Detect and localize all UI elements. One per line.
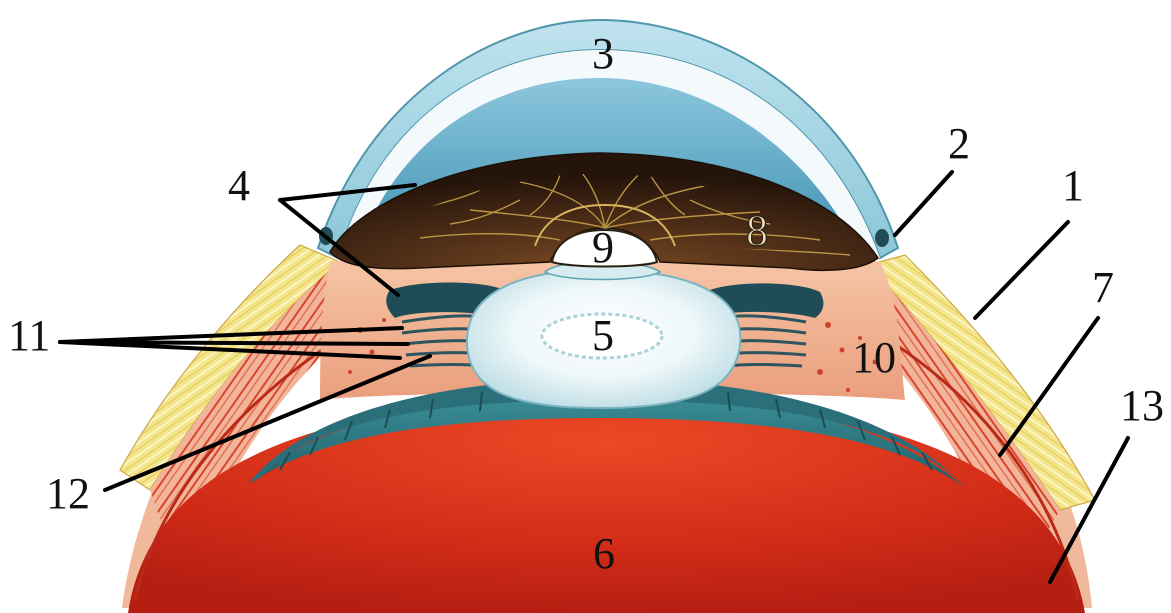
schlemm-canal-right <box>875 229 889 247</box>
label-1: 1 <box>1062 161 1084 210</box>
leader-2 <box>895 172 952 235</box>
label-8: 8 <box>746 206 768 255</box>
label-12: 12 <box>46 469 90 518</box>
label-10: 10 <box>852 333 896 382</box>
label-2: 2 <box>948 119 970 168</box>
label-3: 3 <box>592 29 614 78</box>
label-5: 5 <box>592 311 614 360</box>
label-7: 7 <box>1092 263 1114 312</box>
vitreous-body <box>128 398 1085 613</box>
label-11: 11 <box>8 311 50 360</box>
label-13: 13 <box>1120 381 1164 430</box>
label-6: 6 <box>593 529 615 578</box>
label-9: 9 <box>592 223 614 272</box>
label-4: 4 <box>228 161 250 210</box>
leader-1 <box>975 222 1068 318</box>
